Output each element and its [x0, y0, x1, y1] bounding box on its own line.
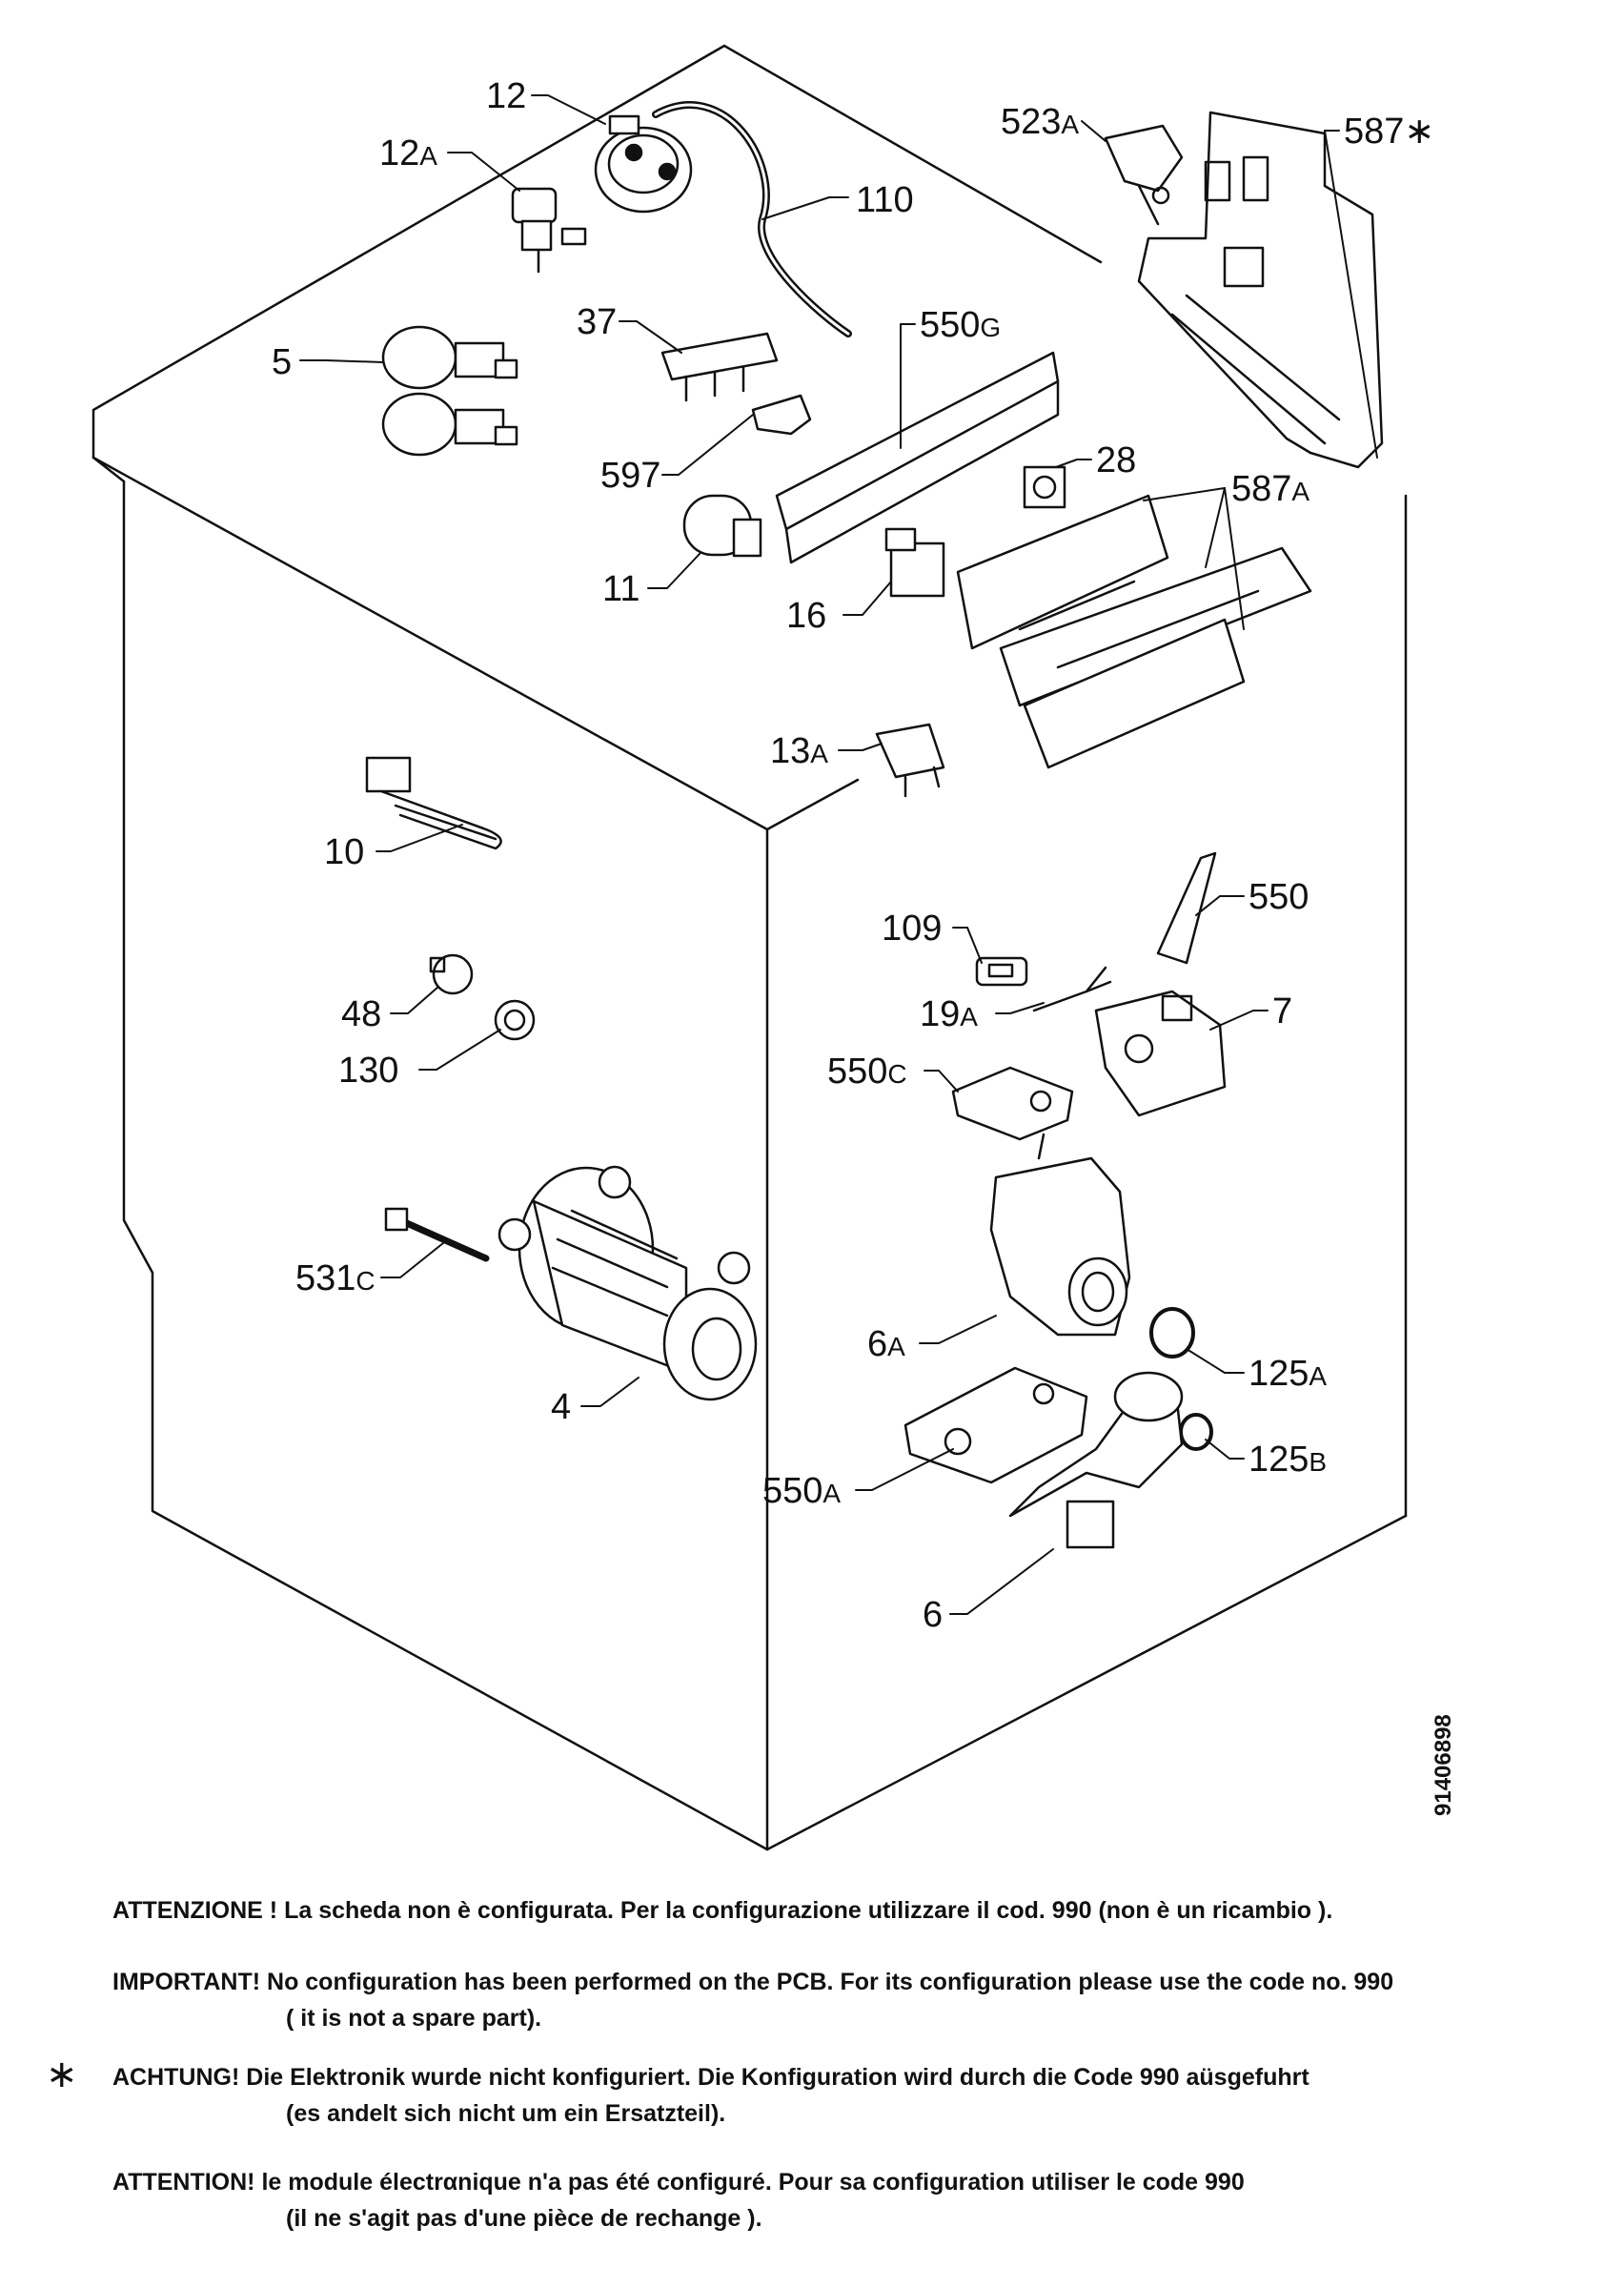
- control-boards-587a: [956, 494, 1312, 769]
- label-48: 48: [341, 994, 381, 1034]
- panel-strip-550g: [775, 351, 1060, 564]
- clip-109: [975, 956, 1028, 987]
- note-french: ATTENTION! le module électrαnique n'a pa…: [112, 2164, 1599, 2237]
- pressure-switch-12: [594, 114, 693, 214]
- label-12a: 12A: [379, 133, 437, 174]
- heating-element-10: [365, 756, 502, 850]
- note-german-line1: ACHTUNG! Die Elektronik wurde nicht konf…: [112, 2064, 1309, 2091]
- label-550a: 550A: [762, 1471, 841, 1511]
- label-130: 130: [338, 1051, 398, 1091]
- terminal-block-37: [660, 332, 779, 402]
- label-550: 550: [1248, 877, 1309, 917]
- component-28: [1023, 465, 1066, 509]
- configuration-notes: ATTENZIONE ! La scheda non è configurata…: [0, 1892, 1624, 2288]
- part-130: [494, 999, 536, 1041]
- note-french-line1: ATTENTION! le module électrαnique n'a pa…: [112, 2169, 1245, 2196]
- label-109: 109: [882, 909, 942, 949]
- callout-labels: 12 12A 110 523A 587∗ 5 37 550G 597 28 58…: [272, 76, 1456, 1816]
- label-597: 597: [600, 456, 660, 496]
- label-125a: 125A: [1248, 1354, 1327, 1394]
- door-lock-7: [1094, 990, 1227, 1117]
- note-english-line1: IMPORTANT! No configuration has been per…: [112, 1969, 1394, 1995]
- switch-16: [884, 527, 945, 598]
- cover-550c: [951, 1066, 1074, 1141]
- thermostat-48: [429, 953, 474, 995]
- label-11: 11: [602, 569, 639, 609]
- seal-ring-125a: [1149, 1307, 1195, 1358]
- label-12: 12: [486, 76, 526, 116]
- label-587a: 587A: [1231, 469, 1309, 509]
- sheet-550a: [903, 1366, 1088, 1484]
- exploded-parts-diagram: 12 12A 110 523A 587∗ 5 37 550G 597 28 58…: [91, 44, 1456, 1851]
- clip-597: [751, 394, 812, 436]
- note-english-line2: ( it is not a spare part).: [286, 2005, 542, 2032]
- label-37: 37: [577, 302, 617, 342]
- seal-ring-125b: [1179, 1413, 1213, 1451]
- inlet-valve-5: [381, 325, 518, 457]
- connector-13a: [875, 723, 945, 798]
- label-125b: 125B: [1248, 1440, 1327, 1480]
- label-531c: 531C: [295, 1258, 376, 1298]
- label-523a: 523A: [1001, 102, 1079, 142]
- label-550c: 550C: [827, 1052, 907, 1092]
- label-13a: 13A: [770, 731, 828, 771]
- drain-pump-6: [1008, 1371, 1184, 1549]
- label-7: 7: [1272, 991, 1292, 1032]
- label-110: 110: [856, 180, 914, 220]
- label-28: 28: [1096, 440, 1136, 480]
- wire-19a: [1032, 966, 1112, 1012]
- diagram-reference-code: 91406898: [1431, 1714, 1456, 1816]
- label-16: 16: [786, 596, 826, 636]
- lever-550: [1156, 851, 1217, 965]
- part-523a: [1104, 124, 1184, 226]
- label-10: 10: [324, 832, 364, 872]
- label-550g: 550G: [920, 305, 1001, 345]
- pump-housing-6a: [989, 1133, 1131, 1337]
- note-french-line2: (il ne s'agit pas d'une pièce de rechang…: [286, 2205, 762, 2232]
- label-587-star: 587∗: [1344, 112, 1434, 152]
- label-5: 5: [272, 342, 292, 382]
- note-italian: ATTENZIONE ! La scheda non è configurata…: [112, 1892, 1599, 1929]
- screw-531c: [384, 1207, 490, 1262]
- leader-lines: [299, 94, 1378, 1615]
- label-6: 6: [923, 1595, 943, 1635]
- note-english: IMPORTANT! No configuration has been per…: [112, 1964, 1599, 2036]
- capacitor-11: [682, 494, 762, 558]
- asterisk-marker: ∗: [46, 2053, 78, 2095]
- note-german-line2: (es andelt sich nicht um ein Ersatzteil)…: [286, 2100, 726, 2127]
- cabinet-outline: [91, 44, 1408, 1851]
- pressure-switch-12a: [511, 187, 587, 274]
- motor-4: [497, 1165, 758, 1401]
- note-italian-text: ATTENZIONE ! La scheda non è configurata…: [112, 1897, 1333, 1924]
- hose-110: [652, 101, 852, 337]
- label-6a: 6A: [867, 1324, 905, 1364]
- label-4: 4: [551, 1387, 571, 1427]
- note-german: ACHTUNG! Die Elektronik wurde nicht konf…: [112, 2059, 1599, 2132]
- label-19a: 19A: [920, 994, 978, 1034]
